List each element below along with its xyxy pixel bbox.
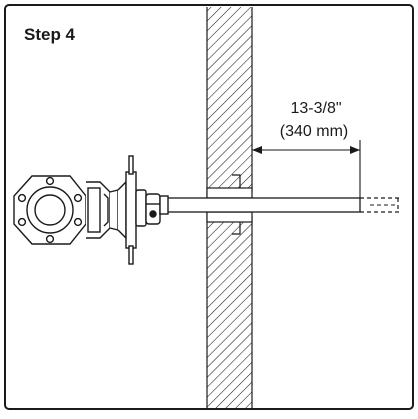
wall bbox=[206, 7, 253, 408]
meter-body bbox=[86, 181, 119, 239]
step-label: Step 4 bbox=[24, 25, 76, 44]
dimension-annotation: 13-3/8" (340 mm) bbox=[252, 100, 361, 198]
diagram-border bbox=[4, 4, 414, 410]
dimension-imperial: 13-3/8" bbox=[290, 100, 341, 117]
meter-flange bbox=[13, 175, 87, 245]
packing-gland bbox=[135, 189, 169, 227]
transmitter-assembly bbox=[13, 155, 169, 265]
dimension-metric: (340 mm) bbox=[280, 123, 348, 140]
mounting-flange bbox=[117, 155, 137, 265]
probe-rod bbox=[159, 197, 400, 213]
